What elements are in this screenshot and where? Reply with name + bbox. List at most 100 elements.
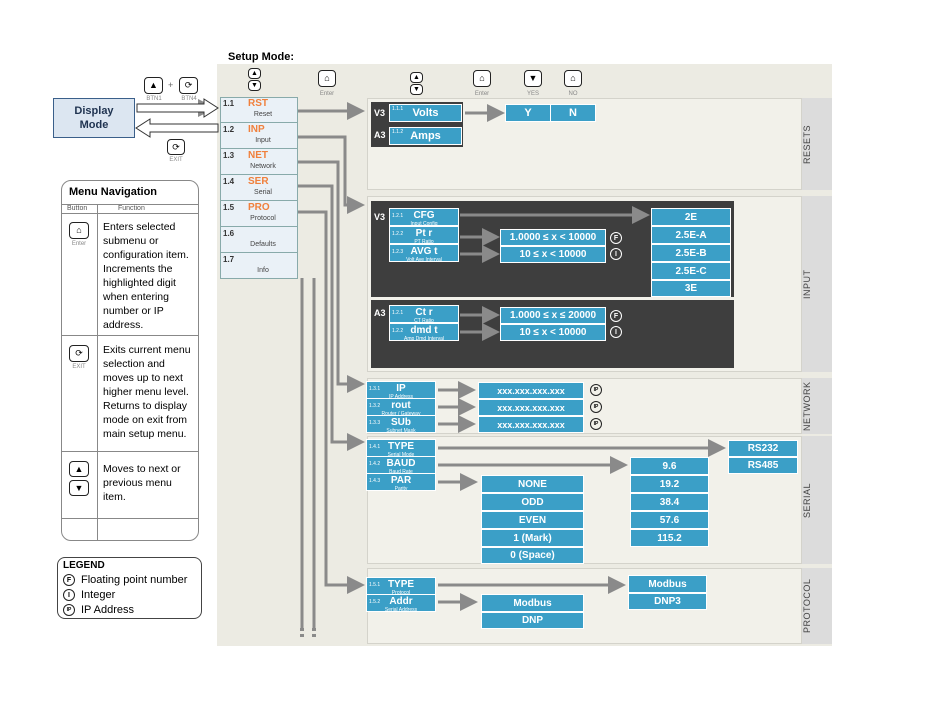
exit-button[interactable]: ⟳ [167,139,185,155]
baud-option[interactable]: 9.6 [630,457,709,475]
menu-label: INP [248,124,265,135]
volts-label: Volts [412,107,439,119]
parity-option[interactable]: 1 (Mark) [481,529,584,547]
yes-icon[interactable]: ▼ [524,70,542,87]
menu-label: NET [248,150,268,161]
menu-item-info[interactable]: 1.7 Info [220,253,298,279]
legend-float-text: Floating point number [81,574,188,586]
cfg-option-2e[interactable]: 2E [651,208,731,226]
menu-item-inp[interactable]: 1.2 INP Input [220,123,298,149]
cfg-option-2-5e-b[interactable]: 2.5E-B [651,244,731,262]
menu-item-rst[interactable]: 1.1 RST Reset [220,97,298,123]
reset-yes-option[interactable]: Y [505,104,551,122]
ip-address-icon: IP [63,604,75,616]
avgt-index: 1.2.3 [392,249,404,255]
refresh-button[interactable]: ⟳ [179,77,198,94]
menu-sublabel: Protocol [250,215,276,222]
legend-title: LEGEND [63,560,105,571]
menu-item-net[interactable]: 1.3 NET Network [220,149,298,175]
integer-icon: I [610,326,622,338]
baud-label: BAUD [386,458,416,469]
par-sublabel: Parity [394,486,408,492]
rs232-option[interactable]: RS232 [728,440,798,457]
dmd-range-box[interactable]: 10 ≤ x < 10000 [500,324,606,341]
cfg-option-3e[interactable]: 3E [651,280,731,297]
ptr-label: Pt r [415,228,433,239]
enter-icon-1[interactable]: ⌂ [318,70,336,87]
cfg-option-2-5e-c[interactable]: 2.5E-C [651,262,731,280]
nav-divider-1 [62,335,198,336]
menu-item-defaults[interactable]: 1.6 Defaults [220,227,298,253]
integer-icon: I [63,589,75,601]
cfg-option-2-5e-a[interactable]: 2.5E-A [651,226,731,244]
parity-option[interactable]: 0 (Space) [481,547,584,564]
rout-label: rout [391,400,411,411]
enter-caption: Enter [71,241,87,247]
volts-index: 1.1.1 [392,106,404,112]
parity-option[interactable]: ODD [481,493,584,511]
baud-option[interactable]: 57.6 [630,511,709,529]
baud-option[interactable]: 38.4 [630,493,709,511]
addr-dnp-option[interactable]: DNP [481,612,584,629]
enter-icon-2[interactable]: ⌂ [473,70,491,87]
up-button[interactable]: ▲ [144,77,163,94]
parity-option[interactable]: EVEN [481,511,584,529]
rout-value-box[interactable]: xxx.xxx.xxx.xxx [478,399,584,416]
plus-sign: + [168,80,174,90]
scroll-updown-icon-2[interactable]: ▲ ▼ [410,72,424,95]
no-icon[interactable]: ⌂ [564,70,582,87]
baud-option[interactable]: 115.2 [630,529,709,547]
ip-value-box[interactable]: xxx.xxx.xxx.xxx [478,382,584,399]
no-caption: NO [568,91,578,97]
parity-option[interactable]: NONE [481,475,584,493]
enter-caption-2: Enter [474,91,490,97]
scroll-down-icon-2[interactable]: ▼ [410,84,423,95]
scroll-updown-icon[interactable]: ▲ ▼ [248,68,262,91]
dmdt-label: dmd t [410,325,438,336]
input-a3-label: A3 [374,308,386,318]
avg-range-box[interactable]: 10 ≤ x < 10000 [500,246,606,263]
par-index: 1.4.3 [369,478,381,484]
menu-label: SER [248,176,269,187]
modbus-option[interactable]: Modbus [628,575,707,593]
addr-modbus-option[interactable]: Modbus [481,594,584,612]
display-mode-box[interactable]: Display Mode [53,98,135,138]
nav-column-divider [97,204,98,540]
reset-no-option[interactable]: N [550,104,596,122]
menu-label: PRO [248,202,270,213]
addr-sublabel: Serial Address [384,607,418,613]
sub-value-box[interactable]: xxx.xxx.xxx.xxx [478,416,584,433]
menu-num: 1.4 [223,177,235,186]
volts-box[interactable]: 1.1.1 Volts [389,104,462,122]
menu-item-pro[interactable]: 1.5 PRO Protocol [220,201,298,227]
avgt-sublabel: Volt Ave Interval [406,257,442,263]
scroll-up-icon[interactable]: ▲ [248,68,261,79]
legend-item-ip: IP IP Address [63,604,134,616]
scroll-up-icon-2[interactable]: ▲ [410,72,423,83]
dnp3-option[interactable]: DNP3 [628,593,707,610]
legend-item-integer: I Integer [63,589,115,601]
baud-option[interactable]: 19.2 [630,475,709,493]
ip-address-icon: IP [590,384,602,396]
ct-range-box[interactable]: 1.0000 ≤ x ≤ 20000 [500,307,606,324]
menu-item-ser[interactable]: 1.4 SER Serial [220,175,298,201]
pt-range-box[interactable]: 1.0000 ≤ x < 10000 [500,229,606,246]
input-strip: INPUT [802,196,832,372]
scroll-down-icon[interactable]: ▼ [248,80,261,91]
rs485-option[interactable]: RS485 [728,457,798,474]
input-v3-label: V3 [374,212,386,222]
